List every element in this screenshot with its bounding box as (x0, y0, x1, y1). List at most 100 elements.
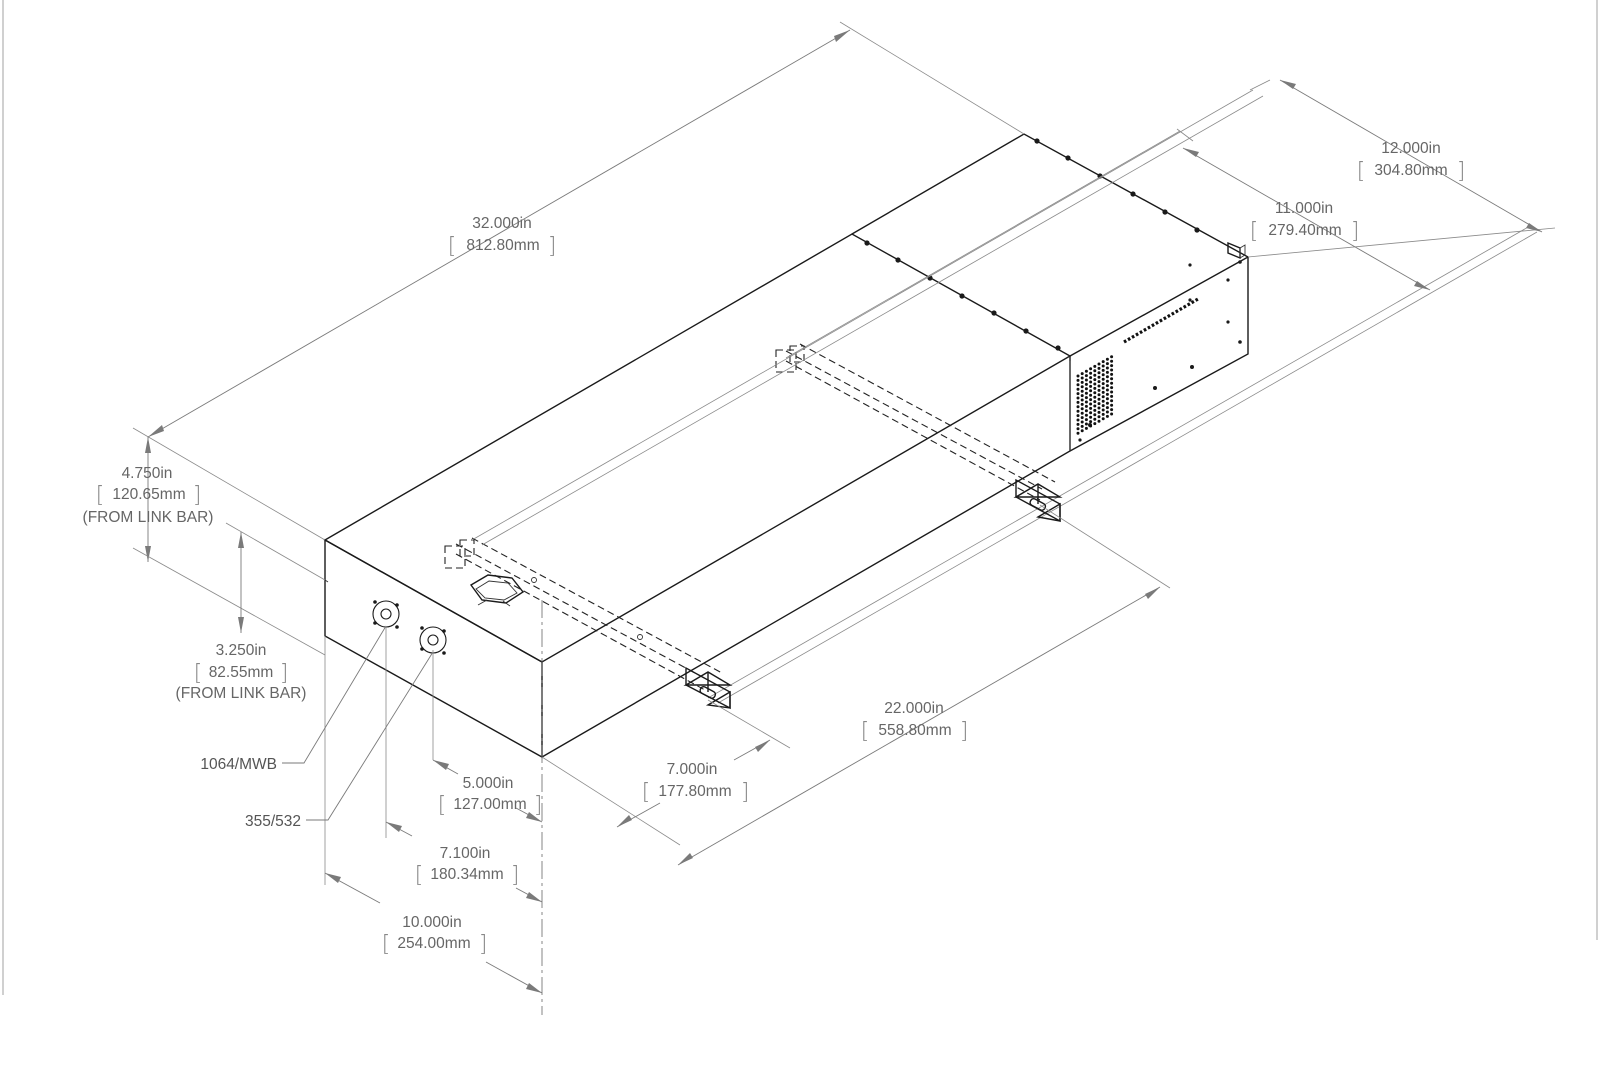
vent-hole (1097, 388, 1101, 392)
bracket-open: [ (194, 661, 203, 686)
label-height-total: 4.750in [ 120.65mm ] (FROM LINK BAR) (83, 465, 214, 526)
vent-hole (1105, 362, 1109, 366)
label-width-inner: 11.000in [ 279.40mm ] (1250, 200, 1360, 244)
vent-hole (1110, 364, 1114, 368)
vent-hole (1101, 412, 1105, 416)
link-bar-rails (471, 89, 1538, 704)
dim-text-558mm: 558.80mm (878, 722, 951, 739)
vent-hole (1089, 389, 1093, 393)
vent-hole (1105, 392, 1109, 396)
label-front-to-link-bar: 7.000in [ 177.80mm ] (642, 761, 750, 805)
dim-text-120mm: 120.65mm (112, 486, 185, 503)
vent-hole (1101, 382, 1105, 386)
vent-hole (1101, 368, 1105, 372)
vent-hole (1093, 404, 1097, 408)
dim-overall-length (132, 21, 1025, 541)
label-link-bar-spacing: 22.000in [ 558.80mm ] (861, 700, 969, 744)
vent-hole (1080, 372, 1084, 376)
vent-hole (1093, 417, 1097, 421)
vent-hole (1084, 378, 1088, 382)
vent-hole (1089, 380, 1093, 384)
bracket-close: ] (280, 661, 289, 686)
vent-hole (1093, 382, 1097, 386)
vent-hole (1080, 394, 1084, 398)
vent-hole (1101, 390, 1105, 394)
vent-hole (1097, 402, 1101, 406)
vent-hole (1084, 418, 1088, 422)
vent-hole (1097, 406, 1101, 410)
vent-hole (1089, 384, 1093, 388)
dim-width-outer (1247, 79, 1556, 258)
vent-hole (1084, 396, 1088, 400)
vent-hole (1080, 380, 1084, 384)
bracket-open: [ (96, 483, 105, 508)
vent-hole (1089, 393, 1093, 397)
vent-hole (1110, 381, 1114, 385)
dim-port-offset-b (385, 626, 543, 903)
dim-text-12in: 12.000in (1381, 140, 1440, 157)
link-bar-far (775, 343, 1056, 501)
dim-link-bar-spacing (677, 504, 1171, 866)
label-width-outer: 12.000in [ 304.80mm ] (1357, 140, 1466, 184)
vent-hole (1093, 422, 1097, 426)
dim-text-5in: 5.000in (463, 775, 514, 792)
vent-hole (1097, 366, 1101, 370)
vent-hole (1097, 397, 1101, 401)
vent-hole (1110, 372, 1114, 376)
vent-hole (1084, 374, 1088, 378)
vent-hole (1101, 395, 1105, 399)
dim-front-width (324, 636, 543, 994)
vent-hole (1105, 370, 1109, 374)
vent-hole (1097, 393, 1101, 397)
port-1064-mwb (372, 600, 400, 629)
vent-hole (1084, 404, 1088, 408)
vent-hole (1080, 411, 1084, 415)
vent-hole (1080, 424, 1084, 428)
vent-hole (1076, 374, 1080, 378)
dim-note-link-bar: (FROM LINK BAR) (83, 509, 214, 526)
vent-hole (1089, 376, 1093, 380)
vent-hole (1076, 392, 1080, 396)
vent-hole (1076, 383, 1080, 387)
vent-hole (1097, 410, 1101, 414)
dim-text-812mm: 812.80mm (466, 237, 539, 254)
bracket-open: [ (1250, 219, 1259, 244)
port-label-355-532: 355/532 (245, 813, 301, 830)
vent-hole (1076, 409, 1080, 413)
vent-hole (1093, 400, 1097, 404)
vent-hole (1101, 364, 1105, 368)
bracket-open: [ (642, 780, 651, 805)
cover-screws (864, 138, 1242, 442)
vent-hole (1110, 368, 1114, 372)
port-leader-355 (306, 651, 434, 821)
vent-hole (1093, 408, 1097, 412)
dim-text-7in: 7.000in (667, 761, 718, 778)
vent-hole (1097, 415, 1101, 419)
vent-hole (1101, 399, 1105, 403)
vent-hole (1101, 417, 1105, 421)
vent-hole (1080, 398, 1084, 402)
vent-hole (1105, 397, 1109, 401)
port-label-1064-mwb: 1064/MWB (200, 756, 277, 773)
dim-text-22in: 22.000in (884, 700, 943, 717)
vent-hole (1076, 387, 1080, 391)
mounting-foot-far (1013, 478, 1063, 523)
vent-hole (1110, 386, 1114, 390)
dim-port-offset-a (432, 650, 543, 823)
dim-note-link-bar: (FROM LINK BAR) (176, 685, 307, 702)
vent-hole (1076, 378, 1080, 382)
link-bar-near (444, 537, 723, 691)
dim-width-inner (1176, 79, 1431, 291)
vent-hole (1105, 375, 1109, 379)
vent-hole (1110, 359, 1114, 363)
dim-text-32in: 32.000in (472, 215, 531, 232)
vent-hole (1101, 377, 1105, 381)
dim-text-3250in: 3.250in (216, 642, 267, 659)
vent-hole (1110, 408, 1114, 412)
vent-hole (1089, 411, 1093, 415)
vent-hole (1084, 387, 1088, 391)
vent-hole (1089, 424, 1093, 428)
top-cap (469, 574, 643, 640)
vent-hole (1093, 364, 1097, 368)
